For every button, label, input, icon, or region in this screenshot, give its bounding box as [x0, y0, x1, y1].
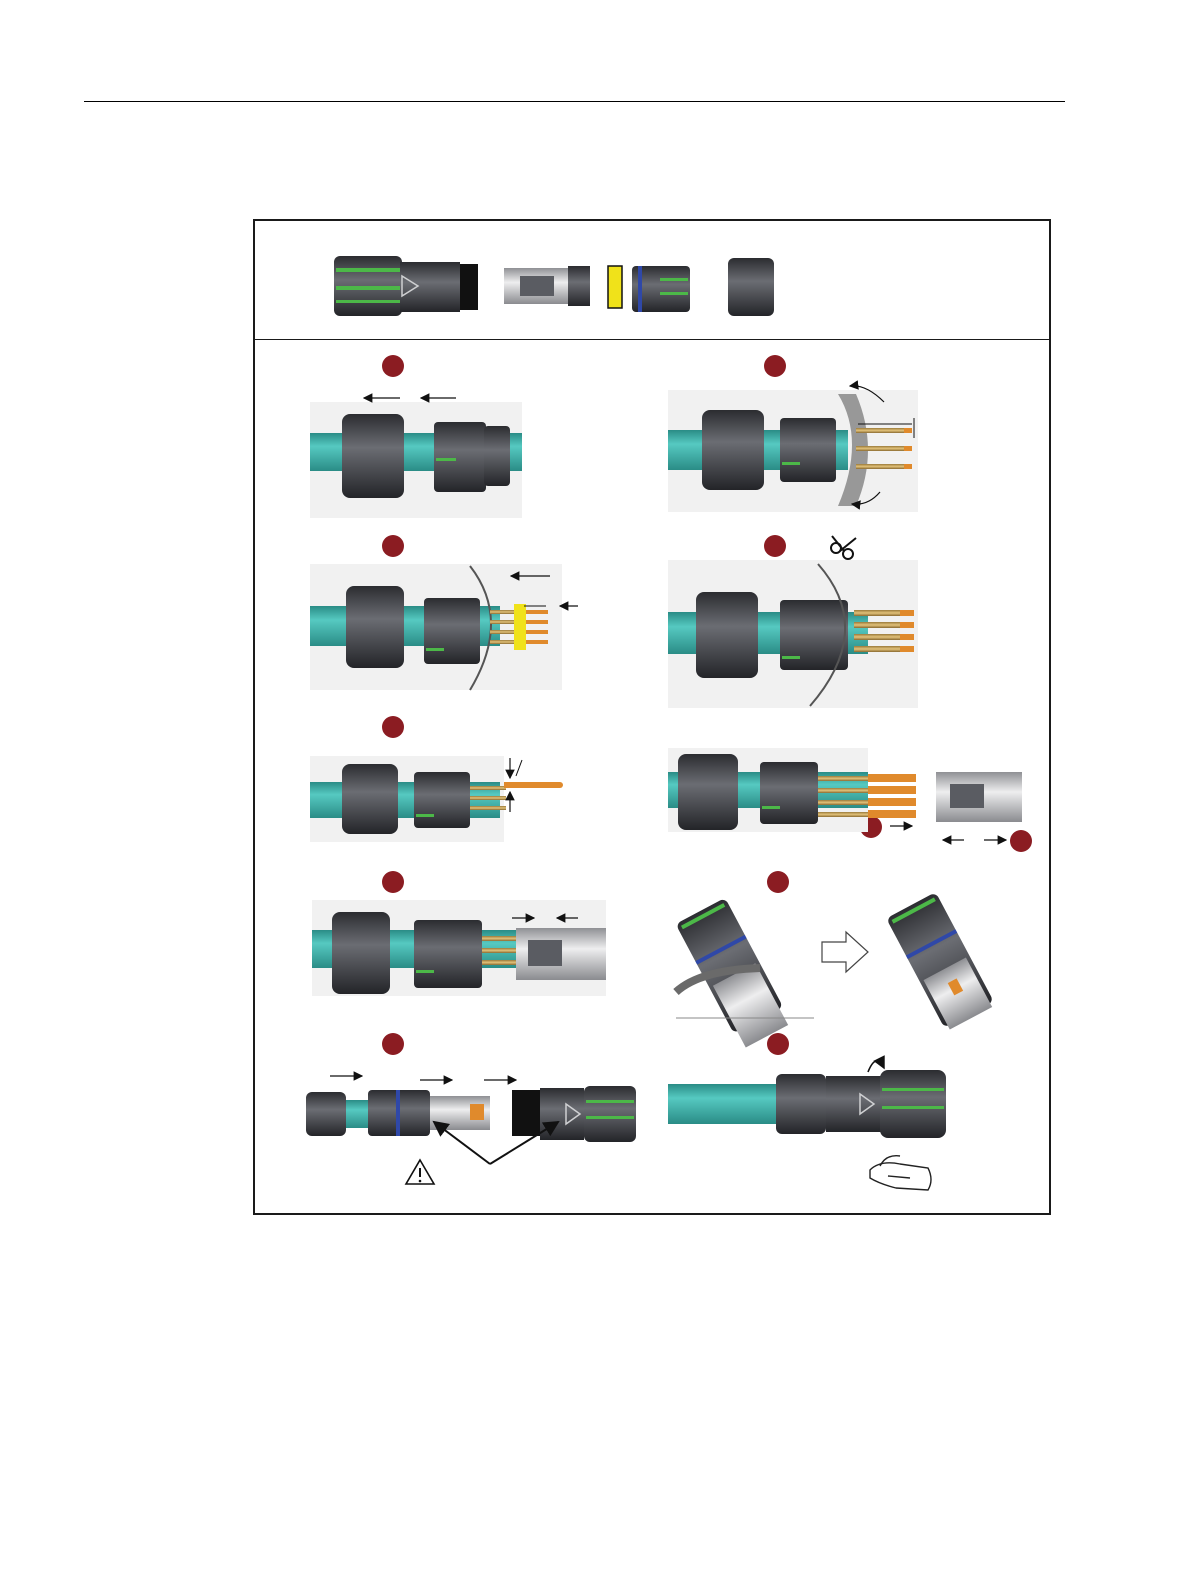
step-7-illustration [312, 900, 606, 996]
step-2-illustration [668, 386, 918, 512]
step-3-illustration [310, 564, 578, 690]
scissors-icon [831, 536, 856, 559]
part-clamp-body [632, 266, 690, 312]
step-marker-6b [1010, 830, 1032, 852]
step-marker-2 [764, 355, 786, 377]
part-coupling-nut [334, 256, 478, 316]
part-seal-ring [608, 266, 622, 308]
step-10-illustration [668, 1061, 946, 1190]
step-marker-3 [382, 535, 404, 557]
step-8-illustration [676, 892, 996, 1049]
step-marker-9 [382, 1033, 404, 1055]
step-marker-1 [382, 355, 404, 377]
part-contact-insert [504, 266, 590, 306]
step-1-illustration [310, 398, 522, 518]
hand-icon [870, 1156, 931, 1190]
step-marker-4 [764, 535, 786, 557]
step-6-illustration [668, 748, 1022, 840]
step-5-illustration [310, 756, 563, 842]
step-marker-8 [767, 871, 789, 893]
step-marker-7 [382, 871, 404, 893]
step-4-illustration [668, 536, 918, 708]
warning-icon [406, 1160, 434, 1184]
step-9-illustration [306, 1076, 636, 1184]
step-marker-10 [767, 1033, 789, 1055]
step-marker-5 [382, 716, 404, 738]
part-end-cap [728, 258, 774, 316]
